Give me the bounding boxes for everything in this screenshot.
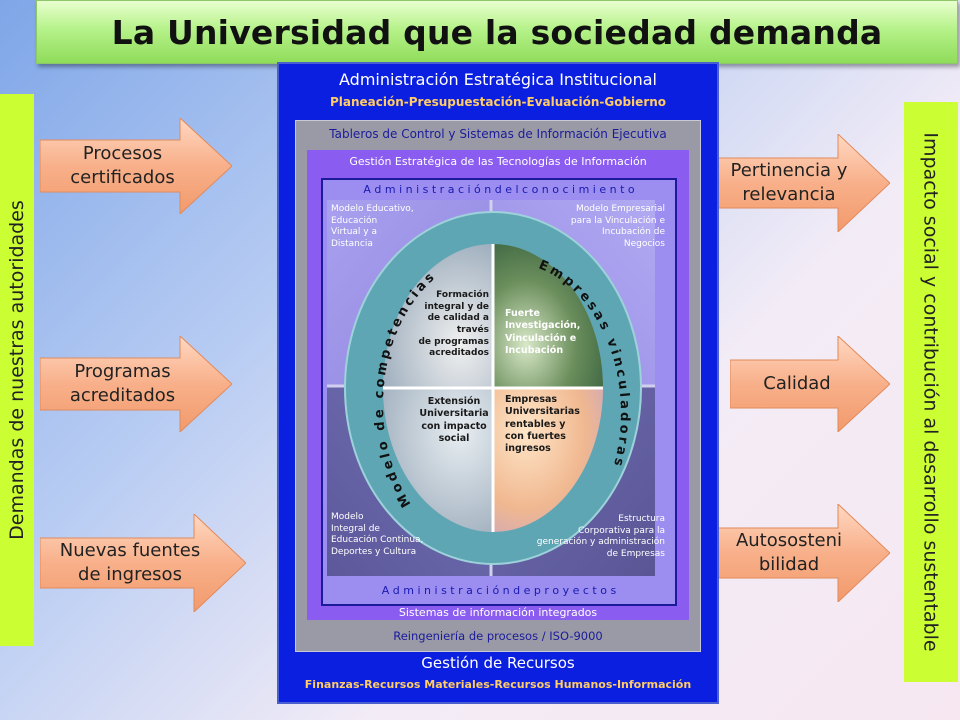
tableros-panel: Tableros de Control y Sistemas de Inform… xyxy=(295,120,701,652)
arrow-text-line2: relevancia xyxy=(742,184,836,205)
text-line: Virtual y a xyxy=(331,227,377,238)
text-line: Negocios xyxy=(623,239,665,250)
gestion-tecnologias-label: Gestión Estratégica de las Tecnologías d… xyxy=(349,155,647,168)
quadrant-tl-center: Formación integral y de de calidad a tra… xyxy=(417,290,489,360)
gestion-recursos-subtitle: Finanzas-Recursos Materiales-Recursos Hu… xyxy=(304,678,692,691)
text-line: Educación xyxy=(331,215,378,226)
arrow-calidad: Calidad xyxy=(730,336,890,432)
text-line: Incubación xyxy=(505,345,564,357)
arrow-text-line2: de ingresos xyxy=(78,564,182,585)
sistemas-integrados-label: Sistemas de información integrados xyxy=(398,606,598,619)
quadrant-bl-corner: Modelo Integral de Educación Continua, D… xyxy=(331,512,423,559)
text-line: Estructura xyxy=(618,514,665,524)
text-line: de Empresas xyxy=(606,549,665,560)
arrow-programas-acreditados: Programas acreditados xyxy=(40,336,232,432)
admin-conocimiento-label: A d m i n i s t r a c i ó n d e l c o n … xyxy=(363,183,635,196)
page-title: La Universidad que la sociedad demanda xyxy=(111,12,883,52)
text-line: Modelo xyxy=(331,512,364,522)
text-line: de programas xyxy=(418,336,489,347)
gestion-recursos-title: Gestión de Recursos xyxy=(421,654,575,672)
arrow-text-line2: certificados xyxy=(70,167,175,188)
text-line: Fuerte xyxy=(505,308,540,319)
text-line: con impacto xyxy=(421,420,487,432)
text-line: Investigación, xyxy=(505,320,581,332)
text-line: social xyxy=(438,433,470,445)
text-line: integral y de xyxy=(424,301,489,312)
text-line: Universitarias xyxy=(505,406,580,418)
admin-estrategica-title: Administración Estratégica Institucional xyxy=(339,70,657,89)
right-vertical-label: Impacto social y contribución al desarro… xyxy=(904,102,958,682)
gestion-tecnologias-panel: Gestión Estratégica de las Tecnologías d… xyxy=(307,150,689,620)
central-panel: Administración Estratégica Institucional… xyxy=(277,62,719,704)
conocimiento-frame: A d m i n i s t r a c i ó n d e l c o n … xyxy=(321,178,677,606)
arrow-text-line1: Nuevas fuentes xyxy=(59,539,201,561)
left-vertical-label: Demandas de nuestras autoridades xyxy=(0,94,34,646)
left-label-text: Demandas de nuestras autoridades xyxy=(6,200,29,540)
arrow-text-line1: Procesos xyxy=(82,142,163,164)
quadrant-br-corner: Estructura Corporativa para la generació… xyxy=(537,514,665,561)
tableros-label: Tableros de Control y Sistemas de Inform… xyxy=(329,127,667,141)
arrow-nuevas-fuentes: Nuevas fuentes de ingresos xyxy=(40,514,246,612)
admin-proyectos-label: A d m i n i s t r a c i ó n d e p r o y … xyxy=(381,584,617,597)
quadrant-diagram xyxy=(327,200,655,576)
text-line: ingresos xyxy=(505,443,551,455)
text-line: Incubación de xyxy=(601,227,665,238)
arrow-text-line2: bilidad xyxy=(758,554,820,575)
text-line: rentables y xyxy=(505,418,566,430)
quadrant-br-center: Empresas Universitarias rentables y con … xyxy=(505,394,591,456)
arrow-autosostenibilidad: Autososteni bilidad xyxy=(716,504,890,602)
arrow-text-line1: Programas xyxy=(74,360,171,382)
text-line: Modelo Educativo, xyxy=(331,204,414,214)
text-line: generación y administración xyxy=(536,537,665,548)
text-line: con fuertes xyxy=(505,431,566,443)
text-line: Deportes y Cultura xyxy=(331,547,417,558)
text-line: Modelo Empresarial xyxy=(575,204,665,214)
arrow-text-line1: Autososteni xyxy=(735,529,843,551)
arrow-pertinencia: Pertinencia y relevancia xyxy=(716,134,890,232)
admin-estrategica-subtitle: Planeación-Presupuestación-Evaluación-Go… xyxy=(329,95,667,109)
text-line: Vinculación e xyxy=(505,332,577,344)
arrow-text-line2: acreditados xyxy=(69,385,176,406)
text-line: para la Vinculación e xyxy=(570,215,665,226)
quadrant-tl-corner: Modelo Educativo, Educación Virtual y a … xyxy=(331,204,414,251)
text-line: Universitaria xyxy=(419,408,489,420)
quadrant-tr-center: Fuerte Investigación, Vinculación e Incu… xyxy=(505,308,585,357)
text-line: Integral de xyxy=(331,523,380,534)
reingenieria-label: Reingeniería de procesos / ISO-9000 xyxy=(393,629,603,643)
right-label-text: Impacto social y contribución al desarro… xyxy=(920,132,943,652)
text-line: Educación Continua, xyxy=(331,535,424,546)
text-line: Extensión xyxy=(427,396,481,407)
text-line: Empresas xyxy=(505,394,558,405)
text-line: Corporativa para la xyxy=(578,525,665,536)
arrow-procesos-certificados: Procesos certificados xyxy=(40,118,232,214)
quadrant-bl-center: Extensión Universitaria con impacto soci… xyxy=(419,396,489,445)
quadrant-tr-corner: Modelo Empresarial para la Vinculación e… xyxy=(571,204,665,251)
ring-labels: Modelo de competencias Empresas vinculad… xyxy=(372,258,629,510)
arrow-text-line1: Pertinencia y xyxy=(730,159,848,181)
text-line: Distancia xyxy=(331,239,373,250)
text-line: acreditados xyxy=(429,348,489,359)
arrow-text-line1: Calidad xyxy=(763,372,831,394)
text-line: de calidad a través xyxy=(427,313,489,336)
text-line: Formación xyxy=(436,290,489,300)
title-banner: La Universidad que la sociedad demanda xyxy=(36,0,958,64)
